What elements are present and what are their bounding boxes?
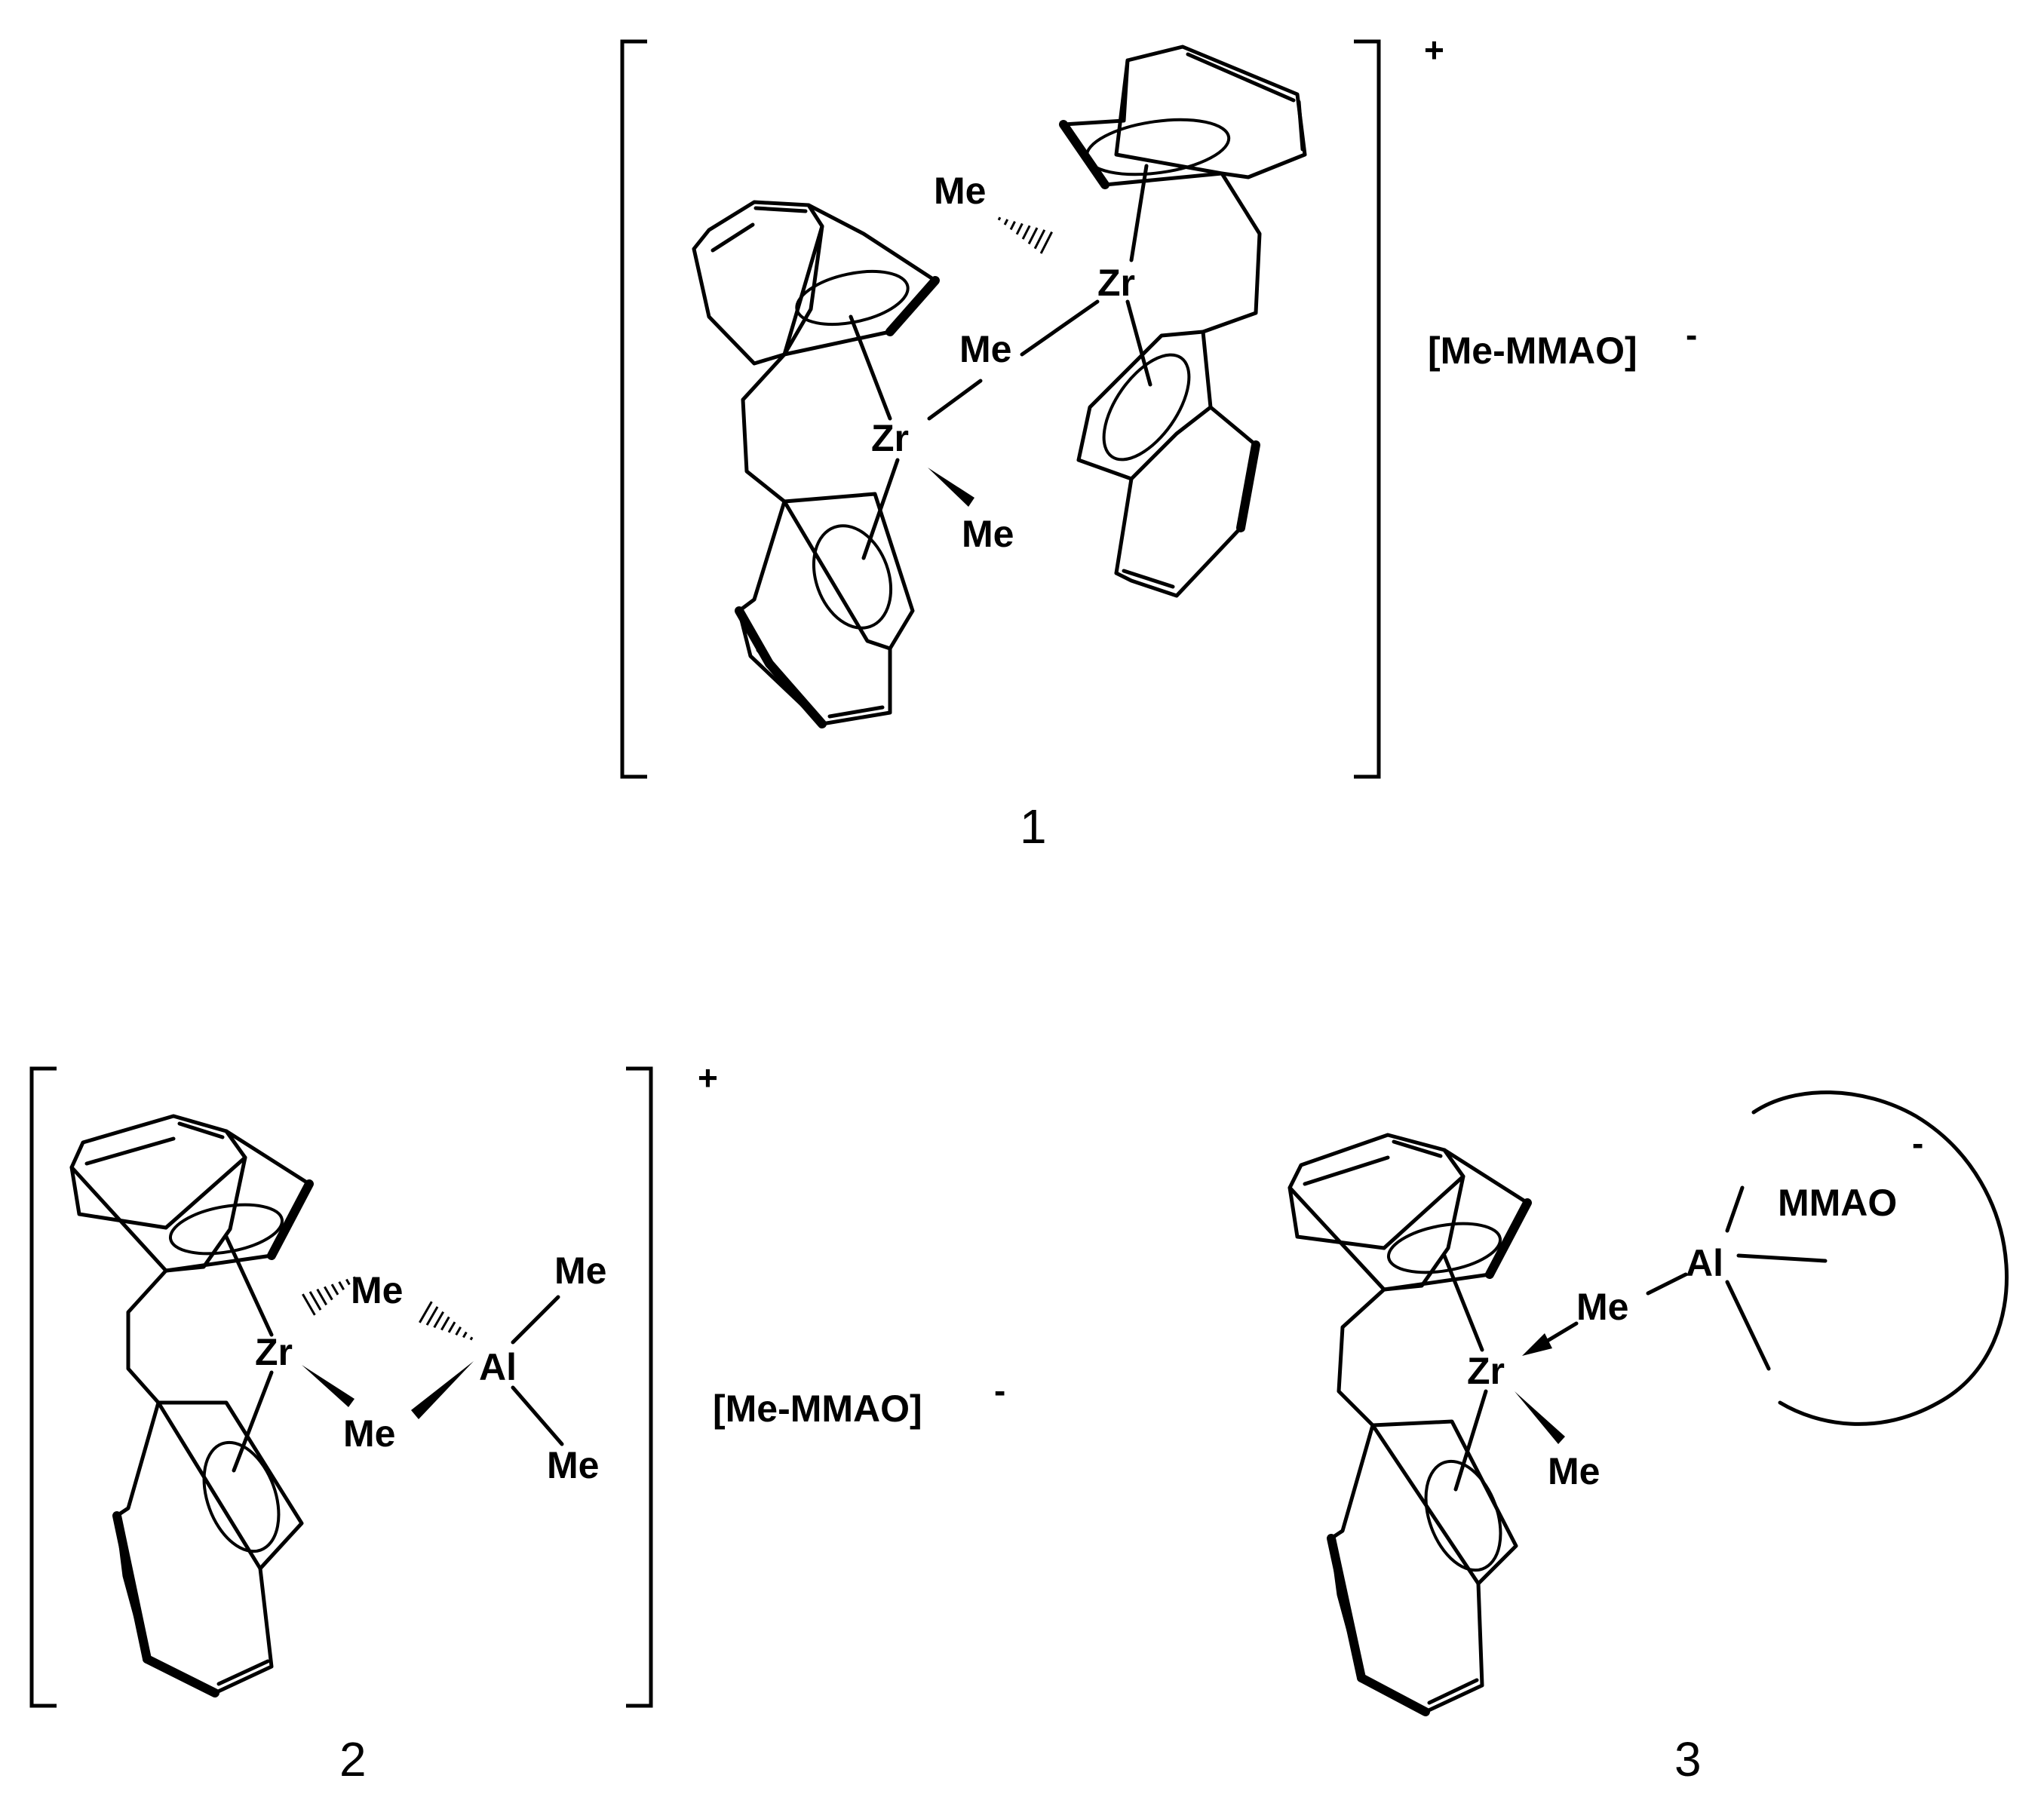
ethylene-bridge-2 — [126, 1268, 168, 1405]
me-bridging-1: Me — [959, 328, 1011, 370]
al-atom-2: Al — [479, 1346, 517, 1388]
indenyl-upper-2 — [69, 1114, 314, 1273]
me-zr-3: Me — [1548, 1450, 1600, 1492]
counterion-2-minus: - — [994, 1371, 1005, 1410]
compound-2: Zr Me Me Al Me Me + [Me-MMAO] - 2 — [29, 1058, 1005, 1786]
bracket-right — [1354, 39, 1381, 779]
charge-plus-2: + — [698, 1058, 718, 1097]
ethylene-bridge-right — [1201, 171, 1262, 334]
me-bridging-3: Me — [1576, 1286, 1628, 1328]
zr-atom-2: Zr — [255, 1331, 293, 1373]
indenyl-upper-right — [1059, 44, 1307, 189]
me-bridging-2a: Me — [351, 1269, 403, 1311]
indenyl-upper-3 — [1287, 1133, 1532, 1292]
me-al-bottom-2: Me — [547, 1444, 599, 1486]
compound-3: Zr Me Me Al MMAO - 3 — [1287, 1090, 2009, 1786]
mmao-label: MMAO — [1778, 1182, 1897, 1224]
bracket-right-2 — [626, 1066, 653, 1708]
counterion-1-minus: - — [1686, 315, 1697, 354]
me-left-zr: Me — [962, 513, 1014, 555]
me-right-zr: Me — [934, 170, 986, 212]
zr-atom-left: Zr — [871, 417, 909, 459]
compound-number-3: 3 — [1674, 1732, 1702, 1786]
indenyl-lower-2 — [112, 1400, 304, 1697]
indenyl-lower-right — [1076, 330, 1260, 598]
counterion-1: [Me-MMAO] — [1428, 330, 1637, 372]
zr-atom-3: Zr — [1467, 1350, 1505, 1392]
compound-number-2: 2 — [339, 1732, 367, 1786]
mmao-minus: - — [1912, 1124, 1923, 1163]
zr-atom-right: Zr — [1097, 262, 1135, 304]
counterion-2: [Me-MMAO] — [713, 1388, 922, 1430]
compound-number-1: 1 — [1020, 799, 1047, 854]
ethylene-bridge-left — [741, 352, 787, 504]
al-atom-3: Al — [1686, 1242, 1723, 1284]
mmao-arc — [1751, 1090, 2009, 1426]
compound-1: Zr Me Me Zr Me — [620, 30, 1697, 854]
indenyl-upper-left — [692, 200, 940, 366]
me-al-top-2: Me — [554, 1250, 606, 1292]
dative-arrow-head — [1522, 1333, 1552, 1356]
bracket-left-2 — [29, 1066, 57, 1708]
ethylene-bridge-3 — [1337, 1287, 1386, 1428]
me-bridging-2b: Me — [343, 1412, 395, 1455]
charge-plus-1: + — [1424, 30, 1444, 69]
indenyl-lower-3 — [1327, 1419, 1518, 1716]
bracket-left — [620, 39, 647, 779]
indenyl-lower-left — [735, 492, 915, 728]
